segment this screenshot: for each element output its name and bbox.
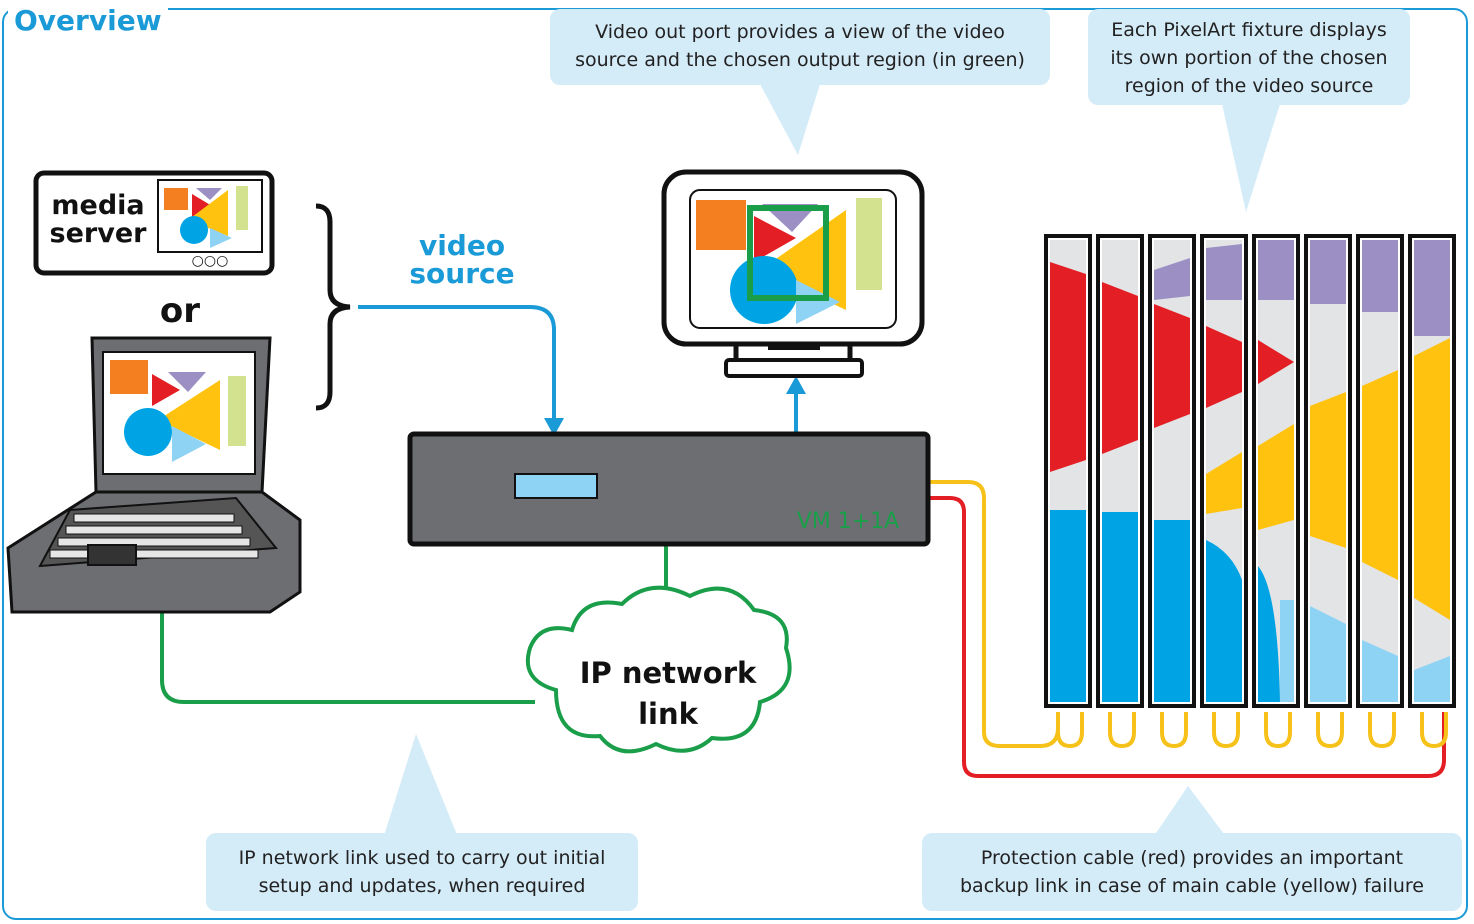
laptop-screen-art	[110, 360, 246, 462]
callout-network-line-1: IP network link used to carry out initia…	[239, 847, 606, 869]
page-title: Overview	[8, 4, 168, 37]
callout-fixtures-line-1: Each PixelArt fixture displays	[1111, 19, 1387, 41]
device-display	[514, 473, 598, 499]
main-cable	[928, 480, 1448, 749]
fixture-6	[1304, 234, 1352, 708]
video-source-arrow	[544, 418, 564, 436]
cables	[160, 305, 1448, 778]
ip-network-cloud: IP network link	[525, 585, 792, 754]
callout-monitor-line-1: Video out port provides a view of the vi…	[595, 21, 1005, 43]
video-source-cable	[358, 305, 556, 420]
callout-network-line-2: setup and updates, when required	[259, 875, 586, 897]
fixture-3	[1148, 234, 1196, 708]
protection-cable	[928, 496, 1446, 778]
monitor	[661, 169, 925, 378]
network-cable-laptop	[160, 610, 535, 704]
callout-network: IP network link used to carry out initia…	[206, 734, 638, 911]
fixture-8	[1408, 234, 1456, 708]
callout-fixtures-line-3: region of the video source	[1125, 75, 1374, 97]
pixelart-fixtures	[1044, 234, 1456, 708]
laptop-trackpad	[87, 544, 137, 566]
fixture-1	[1044, 234, 1092, 708]
video-out-arrow	[786, 376, 806, 394]
vm-device: VM 1+1A	[407, 431, 931, 547]
source-bracket	[315, 203, 351, 411]
laptop-keyboard	[49, 513, 259, 559]
or-label: or	[160, 291, 200, 331]
video-source-label-1: video	[419, 229, 505, 262]
cloud-label-2: link	[638, 697, 699, 731]
callout-monitor-line-2: source and the chosen output region (in …	[575, 49, 1025, 71]
fixture-5	[1252, 234, 1300, 708]
callout-fixtures: Each PixelArt fixture displays its own p…	[1088, 9, 1410, 212]
fixture-4	[1200, 234, 1248, 708]
laptop	[6, 336, 302, 614]
fixture-2	[1096, 234, 1144, 708]
callout-protection-line-2: backup link in case of main cable (yello…	[960, 875, 1424, 897]
callout-monitor: Video out port provides a view of the vi…	[550, 9, 1050, 155]
media-server: media server ○○○	[33, 170, 275, 276]
device-label: VM 1+1A	[797, 509, 900, 534]
media-server-dots: ○○○	[192, 253, 229, 269]
video-source-label-2: source	[409, 257, 514, 290]
callout-protection: Protection cable (red) provides an impor…	[922, 786, 1462, 911]
fixture-7	[1356, 234, 1404, 708]
cloud-label-1: IP network	[580, 656, 757, 690]
callout-fixtures-line-2: its own portion of the chosen	[1110, 47, 1387, 69]
monitor-output-region	[747, 205, 829, 301]
media-server-label-2: server	[50, 218, 148, 249]
media-server-label-1: media	[51, 190, 144, 221]
media-server-screen	[157, 179, 263, 253]
callout-protection-line-1: Protection cable (red) provides an impor…	[981, 847, 1403, 869]
